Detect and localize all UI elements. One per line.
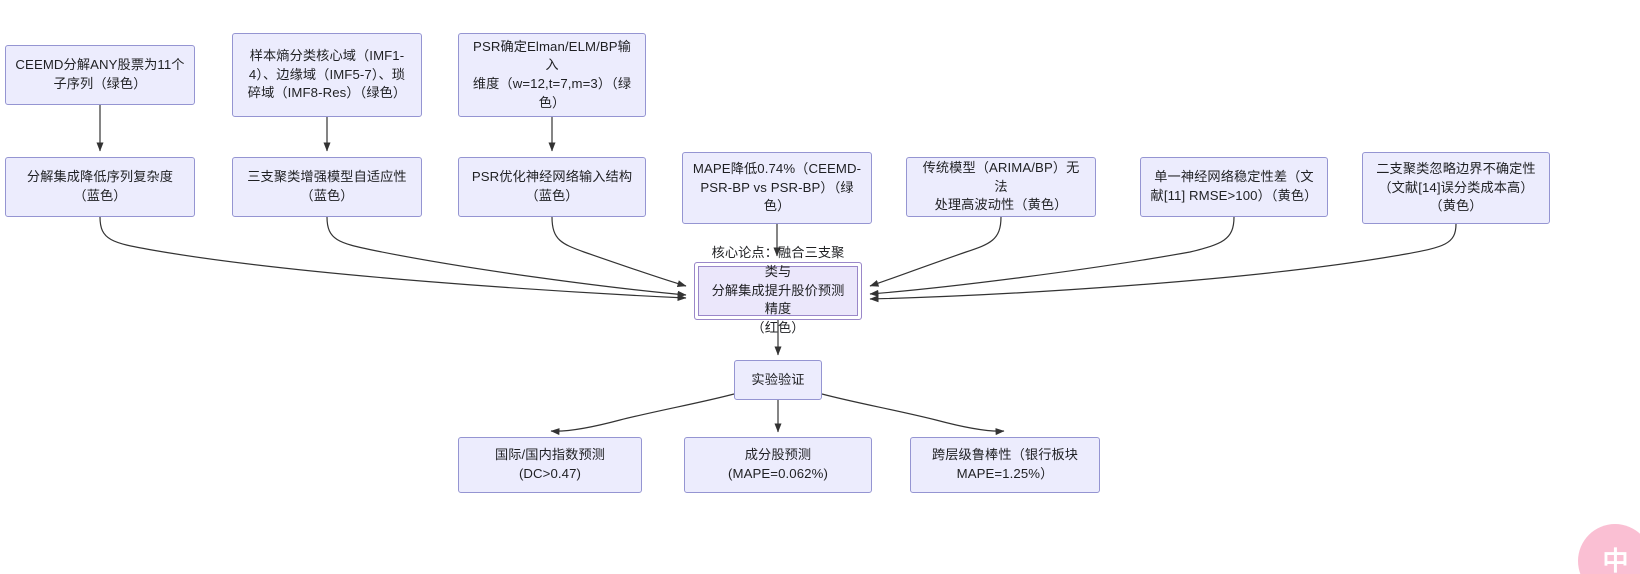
node-mape-reduction[interactable]: MAPE降低0.74%（CEEMD- PSR-BP vs PSR-BP）（绿 色…: [682, 152, 872, 224]
edge-n5-core: [326, 216, 687, 298]
edge-n11-n14: [821, 393, 1005, 436]
node-label: PSR确定Elman/ELM/BP输入 维度（w=12,t=7,m=3）（绿 色…: [472, 38, 632, 110]
node-psr-input-dimension[interactable]: PSR确定Elman/ELM/BP输入 维度（w=12,t=7,m=3）（绿 色…: [458, 33, 646, 117]
node-label: 分解集成降低序列复杂度 （蓝色）: [26, 169, 174, 203]
edge-n6-core: [551, 216, 687, 288]
node-sample-entropy-classification[interactable]: 样本熵分类核心域（IMF1- 4）、边缘域（IMF5-7）、琐 碎域（IMF8-…: [232, 33, 422, 117]
node-label: 实验验证: [751, 371, 805, 387]
node-label: 单一神经网络稳定性差（文 献[11] RMSE>100）（黄色）: [1150, 169, 1318, 203]
node-decomposition-reduces-complexity[interactable]: 分解集成降低序列复杂度 （蓝色）: [5, 157, 195, 217]
node-label: 样本熵分类核心域（IMF1- 4）、边缘域（IMF5-7）、琐 碎域（IMF8-…: [247, 47, 407, 101]
watermark-badge: 中: [1578, 524, 1640, 574]
edge-n10-core: [869, 223, 1457, 303]
node-ceemd-decomposition[interactable]: CEEMD分解ANY股票为11个 子序列（绿色）: [5, 45, 195, 105]
edge-n9-core: [869, 216, 1235, 297]
node-label: 国际/国内指数预测 (DC>0.47): [494, 447, 606, 481]
node-index-prediction[interactable]: 国际/国内指数预测 (DC>0.47): [458, 437, 642, 493]
node-traditional-models-limitation[interactable]: 传统模型（ARIMA/BP）无法 处理高波动性（黄色）: [906, 157, 1096, 217]
node-single-network-instability[interactable]: 单一神经网络稳定性差（文 献[11] RMSE>100）（黄色）: [1140, 157, 1328, 217]
edge-n8-core: [869, 216, 1002, 287]
node-label: 传统模型（ARIMA/BP）无法 处理高波动性（黄色）: [922, 159, 1080, 213]
node-three-way-clustering-adaptivity[interactable]: 三支聚类增强模型自适应性 （蓝色）: [232, 157, 422, 217]
node-label: 二支聚类忽略边界不确定性 （文献[14]误分类成本高） （黄色）: [1376, 160, 1536, 214]
node-two-way-clustering-limitation[interactable]: 二支聚类忽略边界不确定性 （文献[14]误分类成本高） （黄色）: [1362, 152, 1550, 224]
node-cross-level-robustness[interactable]: 跨层级鲁棒性（银行板块 MAPE=1.25%）: [910, 437, 1100, 493]
edge-n11-n12: [550, 393, 735, 436]
node-label: 成分股预测 (MAPE=0.062%): [728, 447, 828, 481]
node-label: 三支聚类增强模型自适应性 （蓝色）: [247, 169, 407, 203]
watermark-text: 中: [1602, 546, 1628, 574]
node-core-thesis[interactable]: 核心论点：融合三支聚类与 分解集成提升股价预测精度 （红色）: [694, 245, 862, 335]
node-label: 核心论点：融合三支聚类与 分解集成提升股价预测精度 （红色）: [711, 245, 845, 336]
node-label: CEEMD分解ANY股票为11个 子序列（绿色）: [15, 57, 185, 91]
node-experimental-validation[interactable]: 实验验证: [734, 360, 822, 400]
node-label: 跨层级鲁棒性（银行板块 MAPE=1.25%）: [931, 447, 1079, 481]
node-label: MAPE降低0.74%（CEEMD- PSR-BP vs PSR-BP）（绿 色…: [692, 160, 862, 214]
edge-n4-core: [99, 216, 687, 302]
node-label: PSR优化神经网络输入结构 （蓝色）: [471, 169, 633, 203]
node-constituent-stock-prediction[interactable]: 成分股预测 (MAPE=0.062%): [684, 437, 872, 493]
node-psr-optimizes-network-input[interactable]: PSR优化神经网络输入结构 （蓝色）: [458, 157, 646, 217]
